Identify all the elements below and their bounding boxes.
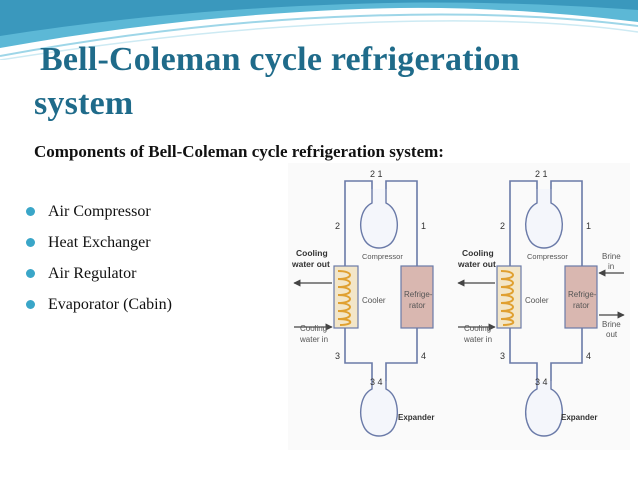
left-node-34: 3 4	[370, 377, 383, 387]
left-node-1: 1	[421, 221, 426, 231]
right-refrigerator-box	[564, 265, 598, 329]
right-label-cooling-in-2: water in	[463, 335, 492, 344]
right-label-refrigerator-1: Refrige-	[568, 290, 597, 299]
left-cooler-coil	[337, 270, 352, 326]
right-cycle-diagram: Cooling water out Cooling water in Compr…	[457, 169, 625, 437]
slide-title-line2: system	[34, 85, 134, 122]
right-label-brine-out-1: Brine	[602, 320, 621, 329]
right-label-brine-out-2: out	[606, 330, 618, 339]
list-item: Heat Exchanger	[18, 227, 172, 258]
right-label-brine-in-1: Brine	[602, 252, 621, 261]
right-node-21: 2 1	[535, 169, 548, 179]
right-label-refrigerator-2: rator	[573, 301, 590, 310]
right-node-4: 4	[586, 351, 591, 361]
left-cycle-diagram: Cooling water out Cooling water in Compr…	[291, 169, 434, 437]
right-node-1: 1	[586, 221, 591, 231]
bell-coleman-diagram: Cooling water out Cooling water in Compr…	[288, 163, 630, 450]
left-label-cooler: Cooler	[362, 296, 386, 305]
left-expander	[360, 381, 398, 437]
list-item: Air Regulator	[18, 258, 172, 289]
bullet-icon	[26, 238, 35, 247]
right-label-expander: Expander	[561, 413, 597, 422]
header-wave-decoration	[0, 0, 638, 60]
left-label-expander: Expander	[398, 413, 434, 422]
left-label-refrigerator-2: rator	[409, 301, 426, 310]
right-node-3: 3	[500, 351, 505, 361]
left-compressor	[360, 189, 398, 249]
right-compressor	[525, 189, 563, 249]
slide-title: Bell-Coleman cycle refrigeration system	[34, 38, 624, 126]
right-label-cooling-in-1: Cooling	[464, 324, 491, 333]
left-node-4: 4	[421, 351, 426, 361]
right-label-cooling-out-2: water out	[457, 259, 496, 269]
left-refrigerator-box	[400, 265, 434, 329]
components-heading: Components of Bell-Coleman cycle refrige…	[34, 142, 444, 161]
left-label-cooling-in-1: Cooling	[300, 324, 327, 333]
right-node-2: 2	[500, 221, 505, 231]
left-label-refrigerator-1: Refrige-	[404, 290, 433, 299]
right-expander	[525, 381, 563, 437]
left-label-cooling-in-2: water in	[299, 335, 328, 344]
right-cooler-coil	[500, 270, 515, 326]
right-label-cooler: Cooler	[525, 296, 549, 305]
right-node-34: 3 4	[535, 377, 548, 387]
bullet-icon	[26, 300, 35, 309]
left-label-cooling-out-1: Cooling	[296, 248, 328, 258]
bullet-icon	[26, 207, 35, 216]
left-label-cooling-out-2: water out	[291, 259, 330, 269]
list-item: Evaporator (Cabin)	[18, 289, 172, 320]
right-label-brine-in-2: in	[608, 262, 614, 271]
bullet-icon	[26, 269, 35, 278]
right-label-compressor: Compressor	[527, 252, 568, 261]
slide-title-line1: Bell-Coleman cycle refrigeration	[40, 41, 520, 78]
list-item: Air Compressor	[18, 196, 172, 227]
right-label-cooling-out-1: Cooling	[462, 248, 494, 258]
left-node-3: 3	[335, 351, 340, 361]
left-node-21: 2 1	[370, 169, 383, 179]
left-node-2: 2	[335, 221, 340, 231]
left-label-compressor: Compressor	[362, 252, 403, 261]
components-list: Air Compressor Heat Exchanger Air Regula…	[18, 196, 172, 320]
